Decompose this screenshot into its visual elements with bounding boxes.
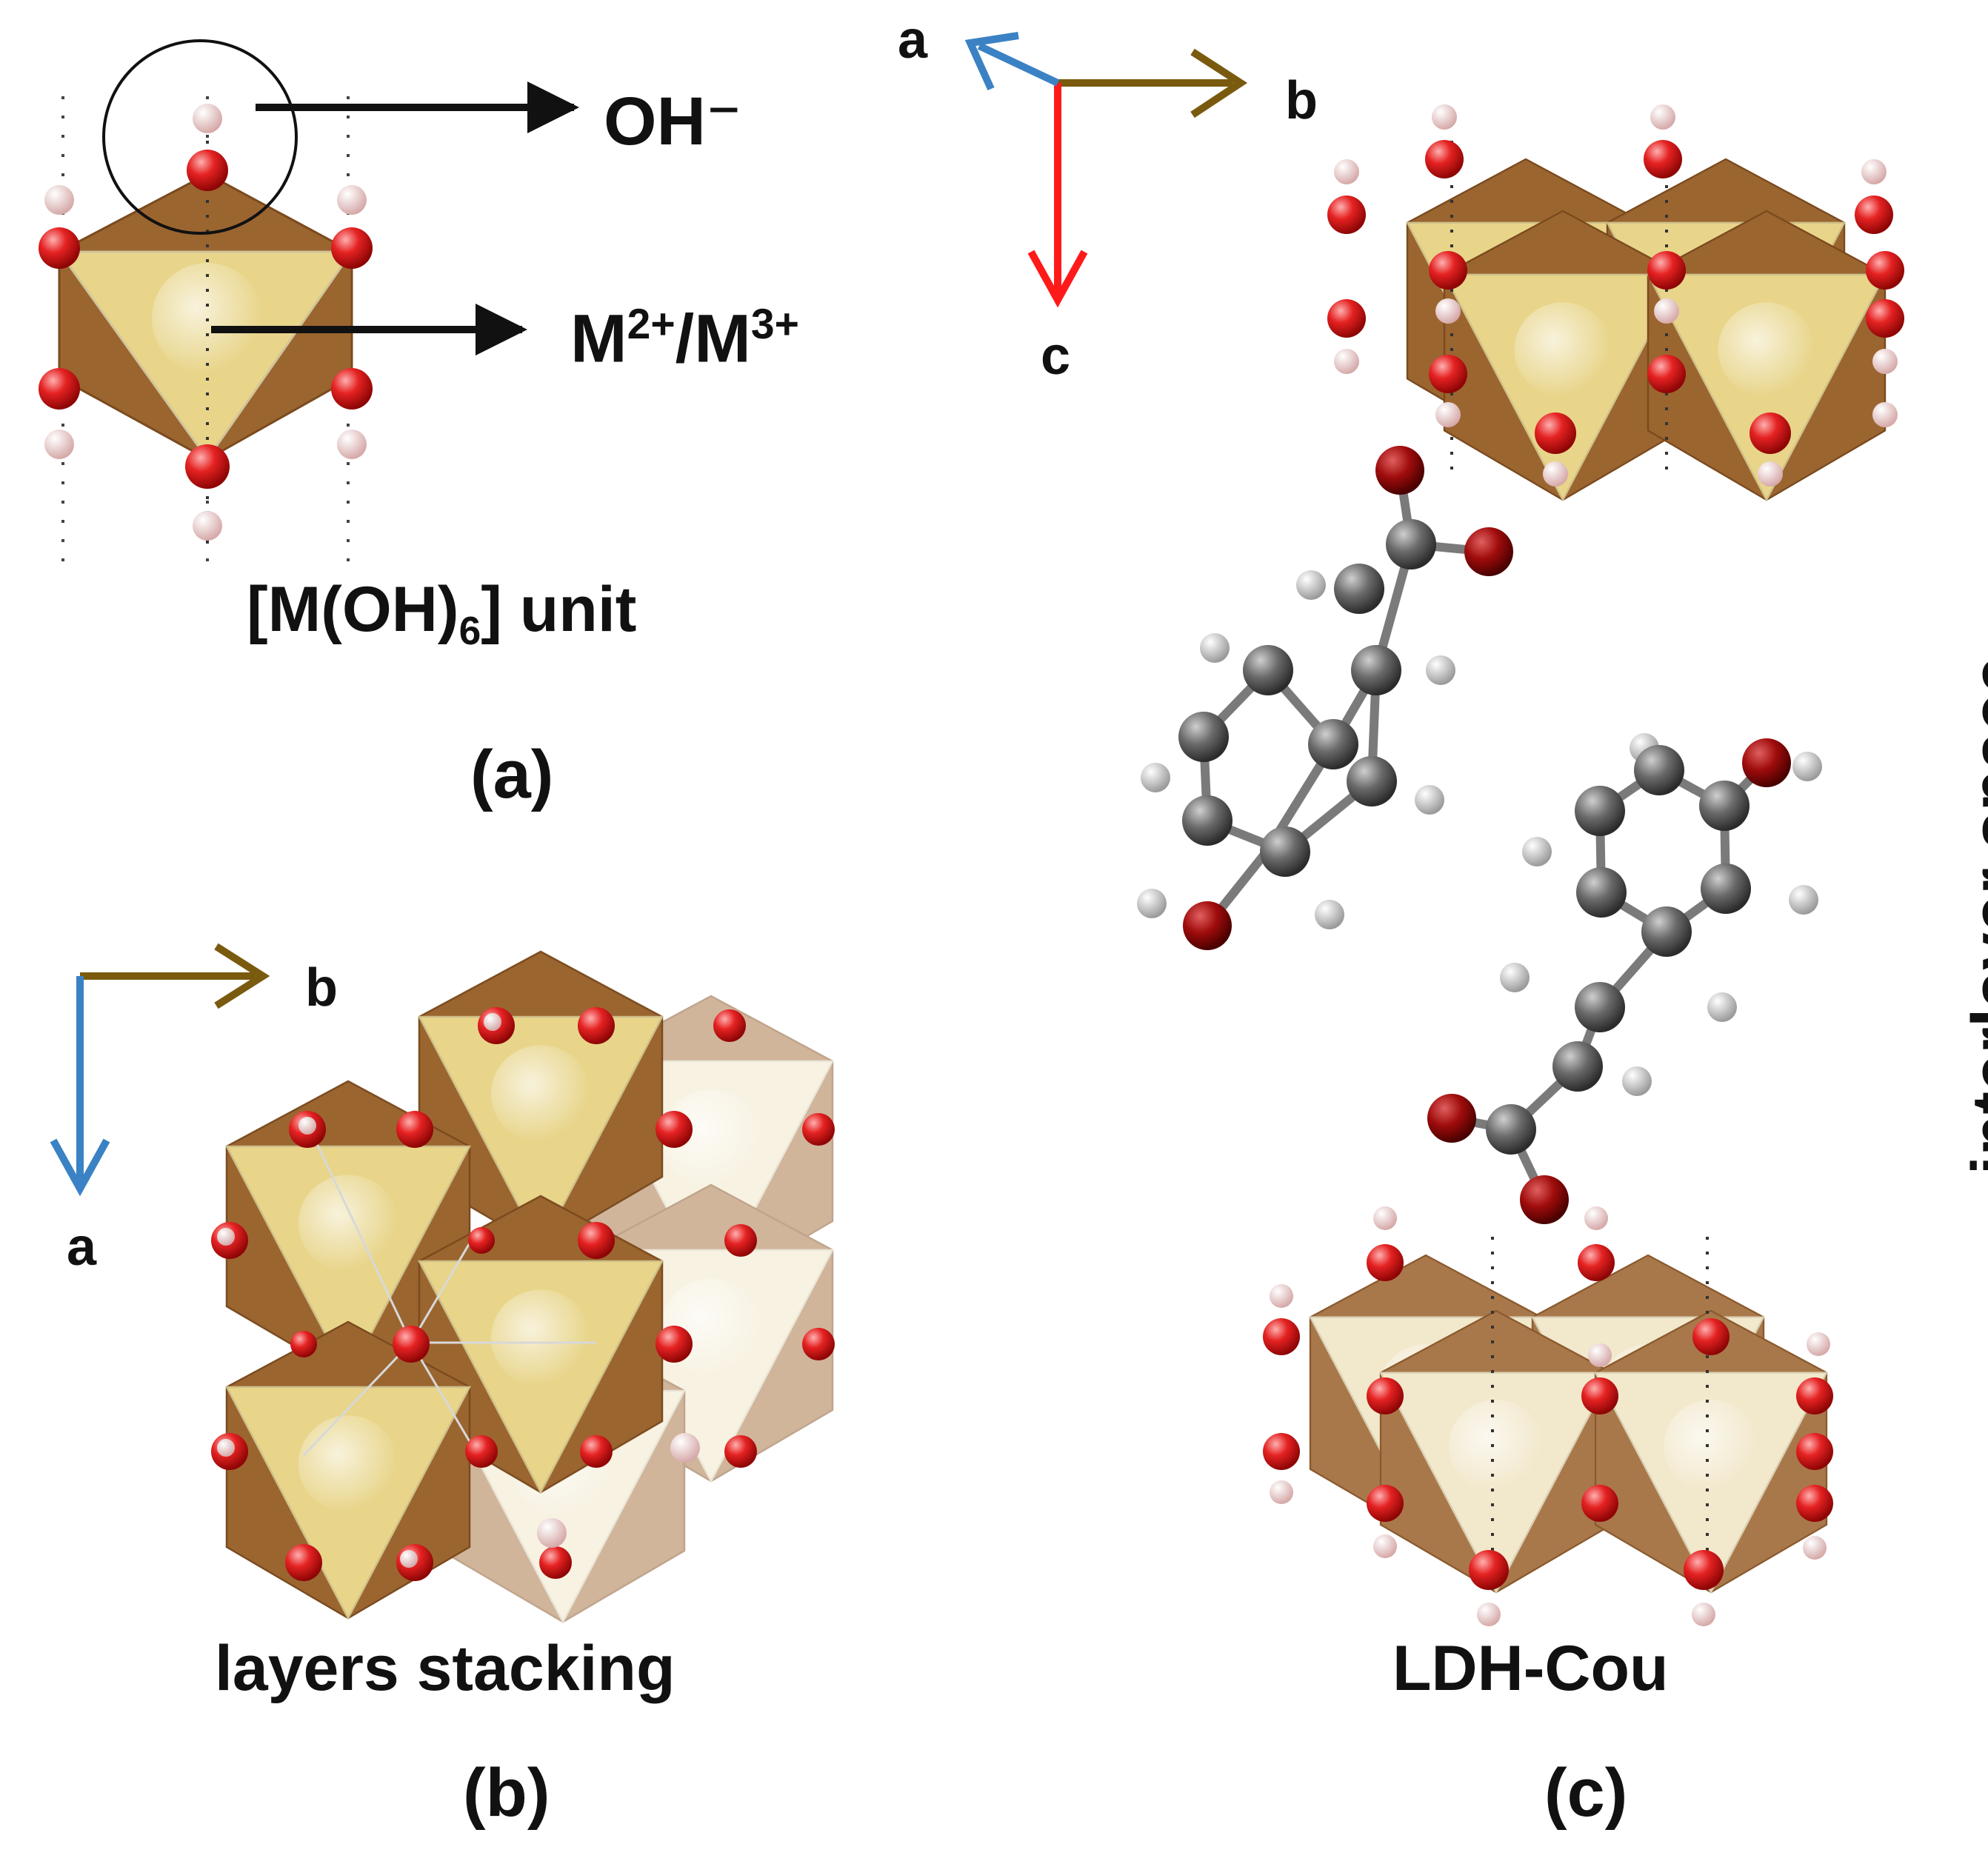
- metal-ion-label: M2+/M3+: [570, 301, 799, 373]
- top-layer: [1327, 104, 1904, 501]
- unit-label-sub: 6: [458, 609, 481, 654]
- metal-ion-base: M: [570, 301, 627, 377]
- unit-label-pre: [M(OH): [247, 574, 459, 645]
- panel-a-unit: [39, 96, 373, 578]
- coumarate-molecule-1: [1137, 446, 1513, 950]
- axes-b: [50, 943, 270, 1197]
- bottom-layer: [1263, 1206, 1833, 1626]
- layers-stacking-title: layers stacking: [215, 1633, 676, 1704]
- oh-highlight-circle: [102, 39, 298, 235]
- metal-ion-sep: /M: [675, 301, 751, 377]
- metal-ion-charge-1: 2+: [627, 301, 676, 348]
- oh-label: OH⁻: [604, 84, 742, 159]
- unit-label-post: ] unit: [481, 574, 637, 645]
- axes-c: [964, 32, 1248, 308]
- metal-ion-charge-2: 3+: [750, 301, 799, 348]
- unit-label: [M(OH)6] unit: [247, 578, 636, 652]
- coumarate-molecule-2: [1427, 733, 1822, 1224]
- axis-label-a-top: a: [898, 10, 928, 70]
- axis-label-b-top: b: [1285, 71, 1318, 130]
- caption-b: (b): [463, 1755, 550, 1831]
- ldh-cou-title: LDH-Cou: [1392, 1633, 1669, 1704]
- axis-label-c: c: [1041, 327, 1071, 386]
- caption-a: (a): [470, 737, 554, 812]
- layers-stacking: [211, 950, 835, 1623]
- axis-label-b-bottom: b: [305, 958, 338, 1018]
- interlayer-space-label: interlayer space: [1958, 655, 1988, 1175]
- axis-label-a-bottom: a: [67, 1217, 97, 1277]
- caption-c: (c): [1544, 1755, 1628, 1831]
